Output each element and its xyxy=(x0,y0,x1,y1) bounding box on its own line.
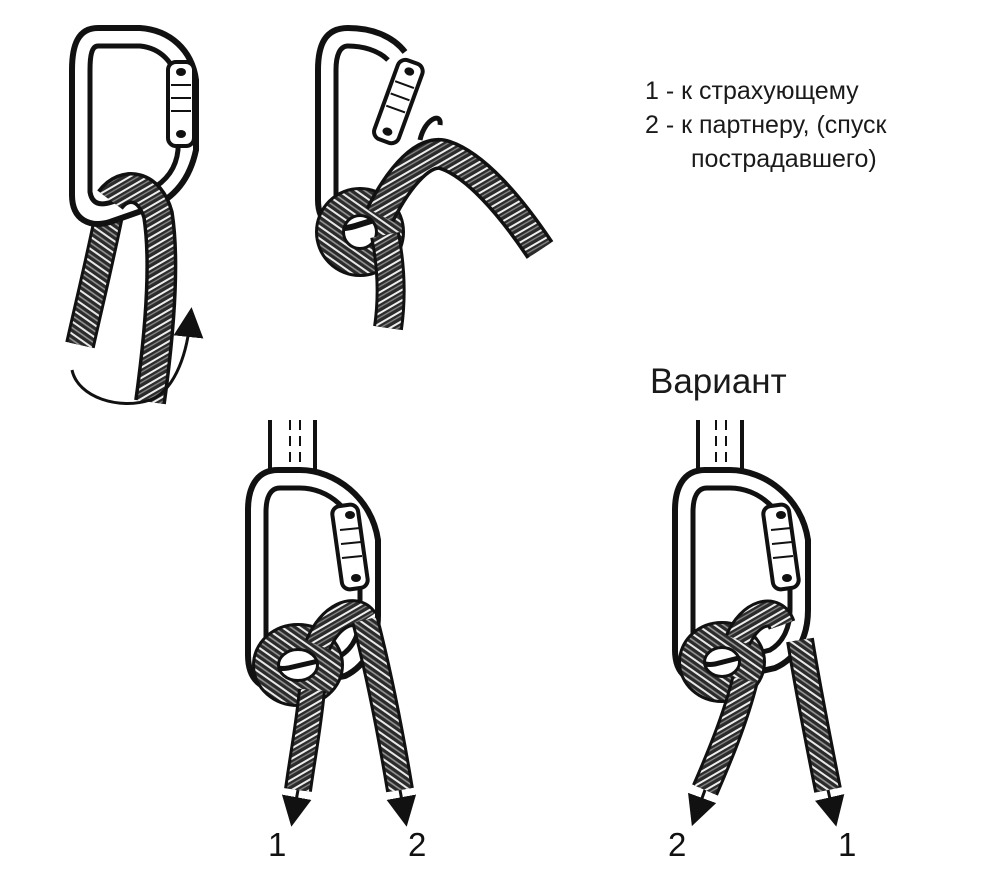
figure-variant xyxy=(672,420,845,827)
legend-item-2: 2 - к партнеру, (спуск xyxy=(645,111,887,139)
figure-result xyxy=(245,420,417,827)
carabiner-gate xyxy=(166,60,196,148)
variant-title: Вариант xyxy=(650,362,787,401)
figure-step-2 xyxy=(315,25,554,331)
legend-item-1: 1 - к страхующему xyxy=(645,77,859,105)
carabiner-gate xyxy=(330,502,370,592)
label-strand-1-right: 1 xyxy=(838,826,857,863)
direction-arrow xyxy=(688,789,717,827)
label-strand-2-right: 2 xyxy=(668,826,687,863)
direction-arrow xyxy=(386,789,417,827)
legend-item-2-continued: пострадавшего) xyxy=(691,145,877,173)
figure-step-1 xyxy=(65,25,204,405)
direction-arrow xyxy=(815,789,845,827)
direction-arrow xyxy=(70,307,204,405)
label-strand-2-left: 2 xyxy=(408,826,427,863)
direction-arrow xyxy=(281,789,312,827)
label-strand-1-left: 1 xyxy=(268,826,287,863)
legend: 1 - к страхующему 2 - к партнеру, (спуск… xyxy=(645,74,887,176)
carabiner-gate-open xyxy=(372,57,425,146)
carabiner-gate xyxy=(761,502,801,592)
